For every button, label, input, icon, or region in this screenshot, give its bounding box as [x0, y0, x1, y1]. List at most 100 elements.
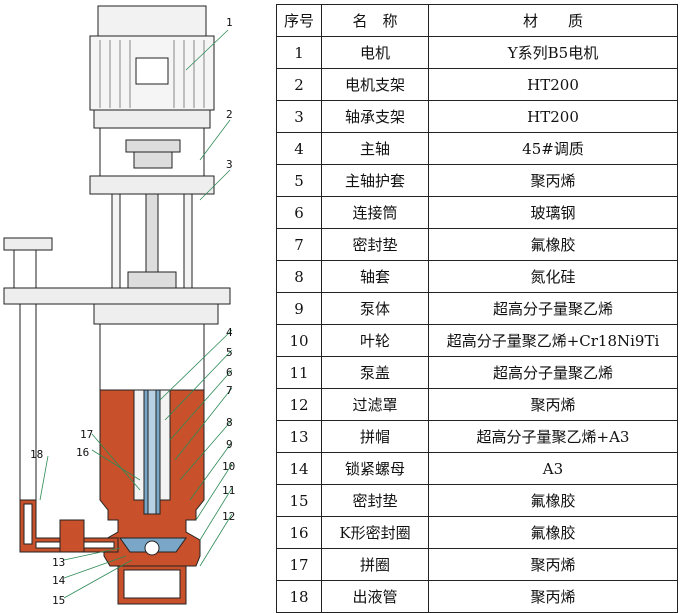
pump-drawing: 1 2 3 4 5 6 7 8 9 10 11 12 13 14 15 16 1… [3, 5, 235, 607]
bracket-flange [89, 175, 215, 195]
connecting-tube [99, 323, 205, 391]
callout-18: 18 [30, 448, 43, 461]
base-plate [3, 287, 231, 305]
cell-no: 5 [276, 164, 322, 197]
cell-name: 轴套 [321, 260, 429, 293]
cell-material: 玻璃钢 [428, 196, 678, 229]
callout-1: 1 [226, 16, 233, 29]
cell-name: 密封垫 [321, 484, 429, 517]
cell-no: 12 [276, 388, 322, 421]
cell-no: 13 [276, 420, 322, 453]
motor-fan-cap [97, 5, 207, 37]
cell-name: K形密封圈 [321, 516, 429, 549]
cell-material: Y系列B5电机 [428, 36, 678, 69]
cell-no: 15 [276, 484, 322, 517]
cell-name: 电机 [321, 36, 429, 69]
callout-11: 11 [222, 484, 235, 497]
cell-no: 18 [276, 580, 322, 613]
cell-material: HT200 [428, 100, 678, 133]
cell-material: A3 [428, 452, 678, 485]
callout-4: 4 [226, 326, 233, 339]
cell-no: 6 [276, 196, 322, 229]
cell-material: 聚丙烯 [428, 548, 678, 581]
cell-no: 4 [276, 132, 322, 165]
callout-9: 9 [226, 438, 233, 451]
cell-name: 拼圈 [321, 548, 429, 581]
outlet-pipe-riser [13, 249, 37, 289]
callout-17: 17 [80, 428, 93, 441]
callout-7: 7 [226, 384, 233, 397]
outlet-elbow [19, 499, 119, 553]
motor-flange [93, 109, 211, 129]
callout-15: 15 [52, 594, 65, 607]
callout-13: 13 [52, 556, 65, 569]
cell-name: 叶轮 [321, 324, 429, 357]
cell-name: 过滤罩 [321, 388, 429, 421]
callout-10: 10 [222, 460, 235, 473]
cell-name: 锁紧螺母 [321, 452, 429, 485]
cell-no: 17 [276, 548, 322, 581]
cell-no: 10 [276, 324, 322, 357]
cell-material: 氮化硅 [428, 260, 678, 293]
cell-no: 9 [276, 292, 322, 325]
callout-2: 2 [226, 108, 233, 121]
cell-material: 超高分子量聚乙烯 [428, 292, 678, 325]
terminal-box [135, 57, 169, 85]
cell-no: 8 [276, 260, 322, 293]
callout-3: 3 [226, 158, 233, 171]
cell-no: 1 [276, 36, 322, 69]
callout-14: 14 [52, 574, 66, 587]
cell-no: 3 [276, 100, 322, 133]
cell-material: 聚丙烯 [428, 164, 678, 197]
header-name: 名 称 [321, 4, 429, 37]
cell-name: 电机支架 [321, 68, 429, 101]
cell-name: 主轴护套 [321, 164, 429, 197]
cell-no: 16 [276, 516, 322, 549]
header-material: 材 质 [428, 4, 678, 37]
header-no: 序号 [276, 4, 322, 37]
cell-name: 拼帽 [321, 420, 429, 453]
callout-5: 5 [226, 346, 233, 359]
callout-16: 16 [76, 446, 89, 459]
cell-material: 超高分子量聚乙烯+Cr18Ni9Ti [428, 324, 678, 357]
cell-material: 聚丙烯 [428, 388, 678, 421]
cell-material: 氟橡胶 [428, 516, 678, 549]
cell-name: 连接筒 [321, 196, 429, 229]
cell-material: 氟橡胶 [428, 228, 678, 261]
cell-name: 主轴 [321, 132, 429, 165]
cell-no: 2 [276, 68, 322, 101]
table-header-row: 序号 名 称 材 质 [276, 4, 678, 37]
cell-no: 11 [276, 356, 322, 389]
cell-material: 氟橡胶 [428, 484, 678, 517]
cell-material: 45#调质 [428, 132, 678, 165]
cell-name: 泵盖 [321, 356, 429, 389]
cell-material: 超高分子量聚乙烯 [428, 356, 678, 389]
cell-name: 泵体 [321, 292, 429, 325]
callout-8: 8 [226, 416, 233, 429]
cell-name: 轴承支架 [321, 100, 429, 133]
cell-name: 出液管 [321, 580, 429, 613]
cell-material: 超高分子量聚乙烯+A3 [428, 420, 678, 453]
callout-6: 6 [226, 366, 233, 379]
cell-material: 聚丙烯 [428, 580, 678, 613]
cell-no: 14 [276, 452, 322, 485]
cell-name: 密封垫 [321, 228, 429, 261]
